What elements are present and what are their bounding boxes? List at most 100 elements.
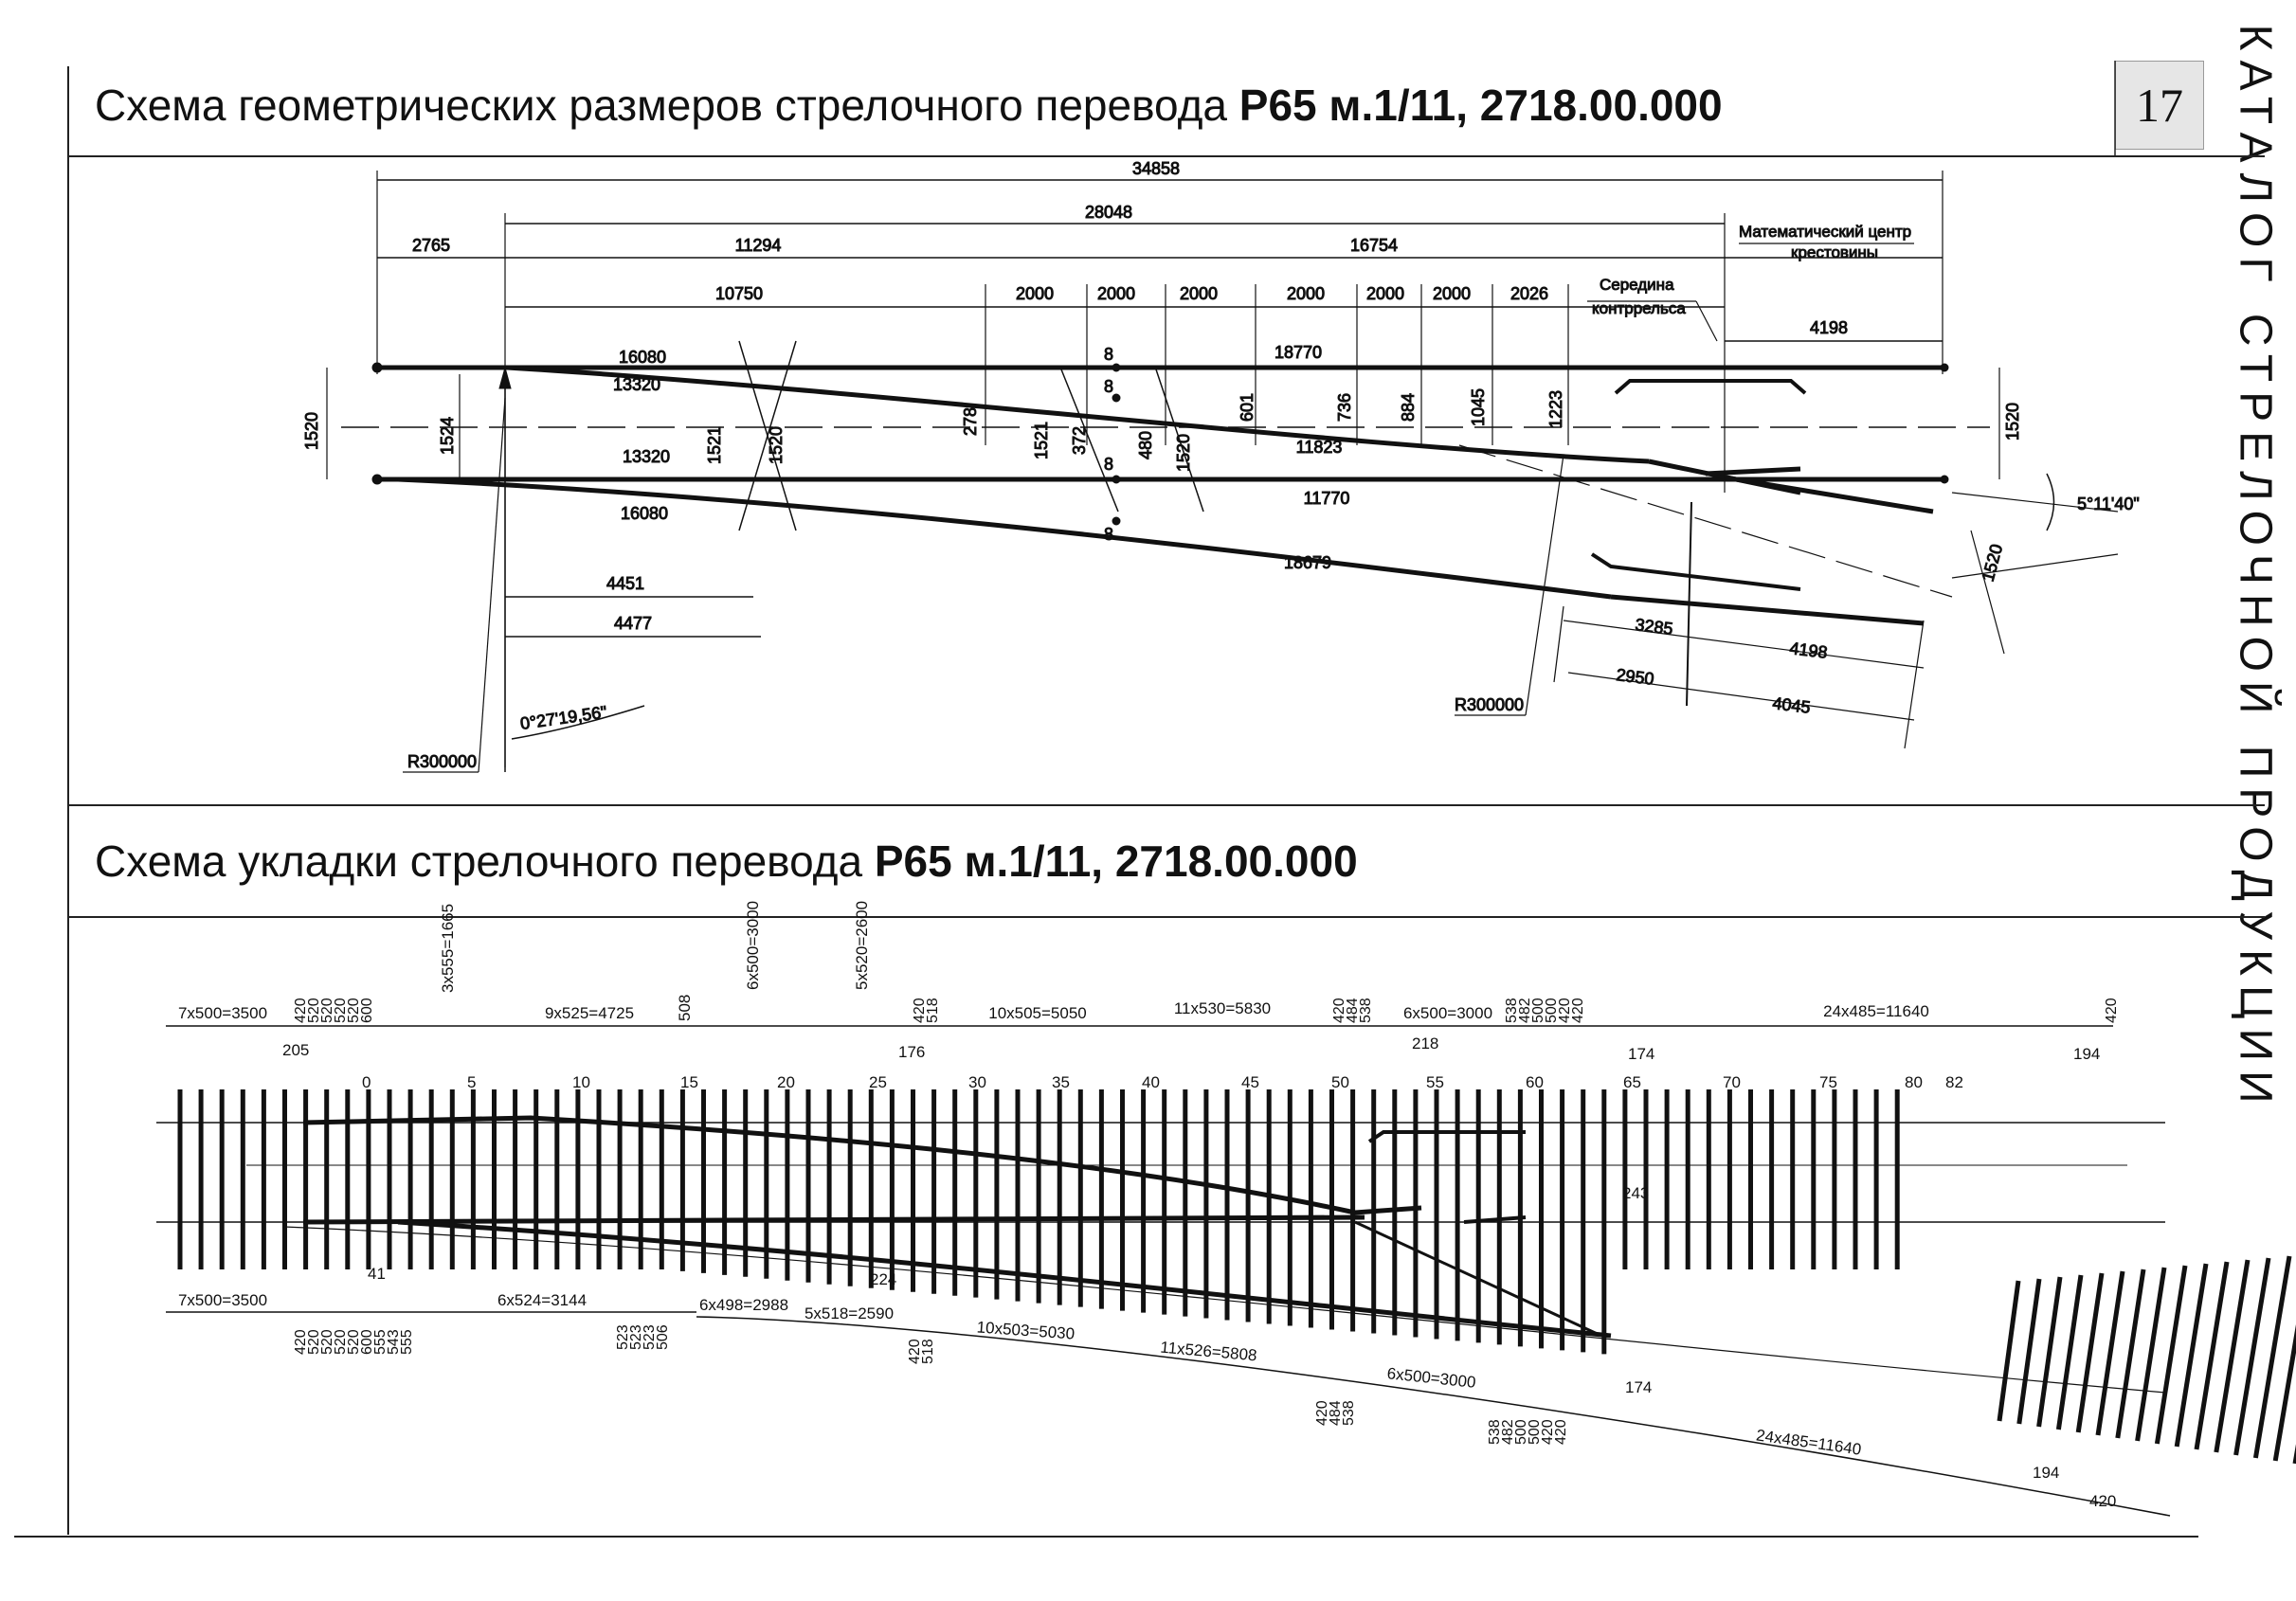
svg-text:18679: 18679 xyxy=(1284,553,1331,572)
dim-16754: 16754 xyxy=(1350,236,1398,255)
small-dim-label: 600 xyxy=(359,1329,375,1355)
svg-text:2000: 2000 xyxy=(1016,284,1054,303)
diverging-sleeper xyxy=(2154,1265,2188,1445)
small-dim-label: 520 xyxy=(306,998,322,1023)
svg-text:25: 25 xyxy=(869,1073,887,1091)
svg-text:4198: 4198 xyxy=(1789,639,1829,662)
svg-text:80: 80 xyxy=(1905,1073,1923,1091)
small-dim-label: 500 xyxy=(1530,998,1546,1023)
small-dim-label: 420 xyxy=(2104,998,2120,1023)
small-dim-label: 520 xyxy=(333,998,349,1023)
svg-text:18770: 18770 xyxy=(1275,343,1322,362)
svg-text:1045: 1045 xyxy=(1469,388,1488,426)
svg-text:35: 35 xyxy=(1052,1073,1070,1091)
svg-text:1524: 1524 xyxy=(438,417,457,455)
svg-text:41: 41 xyxy=(368,1265,386,1283)
small-dim-label: 420 xyxy=(293,1329,309,1355)
small-dim-label: 520 xyxy=(346,1329,362,1355)
svg-text:1223: 1223 xyxy=(1546,390,1565,428)
svg-text:55: 55 xyxy=(1426,1073,1444,1091)
svg-text:5x520=2600: 5x520=2600 xyxy=(853,901,871,990)
diverging-sleeper xyxy=(2016,1278,2042,1425)
svg-text:11823: 11823 xyxy=(1296,438,1343,457)
svg-text:2000: 2000 xyxy=(1180,284,1218,303)
svg-text:45: 45 xyxy=(1241,1073,1259,1091)
svg-text:5x518=2590: 5x518=2590 xyxy=(805,1304,894,1322)
small-dim-label: 518 xyxy=(925,998,941,1023)
small-dim-label: 538 xyxy=(1504,998,1520,1023)
label-guardrail-middle: Середина xyxy=(1600,276,1674,294)
small-dim-label: 520 xyxy=(319,998,335,1023)
svg-text:2000: 2000 xyxy=(1366,284,1404,303)
svg-text:243: 243 xyxy=(1622,1184,1649,1202)
diverging-sleeper xyxy=(2174,1263,2209,1448)
svg-text:736: 736 xyxy=(1335,393,1354,422)
svg-text:2950: 2950 xyxy=(1616,665,1655,689)
svg-text:1520: 1520 xyxy=(302,412,321,450)
small-dim-label: 523 xyxy=(615,1324,631,1350)
sleepers xyxy=(177,1089,1900,1355)
small-dim-label: 538 xyxy=(1487,1419,1503,1445)
svg-text:50: 50 xyxy=(1331,1073,1349,1091)
svg-text:0: 0 xyxy=(362,1073,371,1091)
svg-text:278: 278 xyxy=(961,407,980,436)
dim-overall: 34858 xyxy=(1132,159,1180,178)
svg-text:9x525=4725: 9x525=4725 xyxy=(545,1004,634,1022)
small-dim-label: 420 xyxy=(1557,998,1573,1023)
svg-text:508: 508 xyxy=(676,995,694,1021)
svg-text:75: 75 xyxy=(1819,1073,1837,1091)
diverging-sleeper xyxy=(2095,1270,2125,1436)
layout-scheme xyxy=(156,1025,2296,1517)
small-dim-label: 520 xyxy=(319,1329,335,1355)
title-layout-scheme: Схема укладки стрелочного перевода Р65 м… xyxy=(95,836,1358,886)
svg-text:4045: 4045 xyxy=(1772,693,1812,717)
dim-11294: 11294 xyxy=(735,236,782,255)
svg-text:40: 40 xyxy=(1142,1073,1160,1091)
svg-text:10x503=5030: 10x503=5030 xyxy=(976,1318,1076,1342)
dim-4198-top: 4198 xyxy=(1810,318,1848,337)
svg-text:4451: 4451 xyxy=(606,574,644,593)
diverging-sleeper xyxy=(2252,1255,2292,1459)
svg-text:205: 205 xyxy=(282,1041,309,1059)
small-dim-label: 500 xyxy=(1513,1419,1529,1445)
diverging-sleeper xyxy=(2214,1259,2251,1453)
diverging-track-line xyxy=(283,1226,2166,1394)
svg-text:601: 601 xyxy=(1238,393,1256,422)
svg-text:174: 174 xyxy=(1625,1378,1652,1396)
svg-text:3285: 3285 xyxy=(1635,615,1674,639)
svg-text:480: 480 xyxy=(1136,431,1155,459)
diverging-sleeper xyxy=(1997,1280,2021,1422)
svg-text:11770: 11770 xyxy=(1304,489,1350,508)
diverging-sleeper xyxy=(2135,1267,2167,1442)
svg-text:194: 194 xyxy=(2033,1464,2059,1482)
svg-text:65: 65 xyxy=(1623,1073,1641,1091)
svg-text:30: 30 xyxy=(968,1073,986,1091)
dim-front: 2765 xyxy=(412,236,450,255)
svg-text:176: 176 xyxy=(898,1043,925,1061)
svg-text:6x500=3000: 6x500=3000 xyxy=(744,901,762,990)
label-math-center: Математический центр xyxy=(1739,223,1911,241)
page-frame xyxy=(14,61,2265,1538)
svg-text:11x530=5830: 11x530=5830 xyxy=(1174,999,1271,1017)
svg-text:70: 70 xyxy=(1723,1073,1741,1091)
small-dim-label: 600 xyxy=(359,998,375,1023)
svg-text:13320: 13320 xyxy=(613,375,660,394)
small-dim-label: 520 xyxy=(346,998,362,1023)
small-dim-label: 482 xyxy=(1517,998,1533,1023)
svg-text:1520: 1520 xyxy=(2003,403,2022,441)
svg-text:194: 194 xyxy=(2073,1045,2100,1063)
dim-10750: 10750 xyxy=(715,284,763,303)
dim-main: 28048 xyxy=(1085,203,1132,222)
diverging-sleeper xyxy=(2272,1323,2296,1462)
radius-left: R300000 xyxy=(407,752,477,771)
svg-text:8: 8 xyxy=(1104,377,1113,396)
svg-text:контррельса: контррельса xyxy=(1592,299,1686,317)
svg-text:60: 60 xyxy=(1526,1073,1544,1091)
svg-text:884: 884 xyxy=(1399,393,1418,422)
small-dim-label: 538 xyxy=(1341,1400,1357,1426)
svg-text:4477: 4477 xyxy=(614,614,652,633)
small-dim-label: 523 xyxy=(628,1324,644,1350)
